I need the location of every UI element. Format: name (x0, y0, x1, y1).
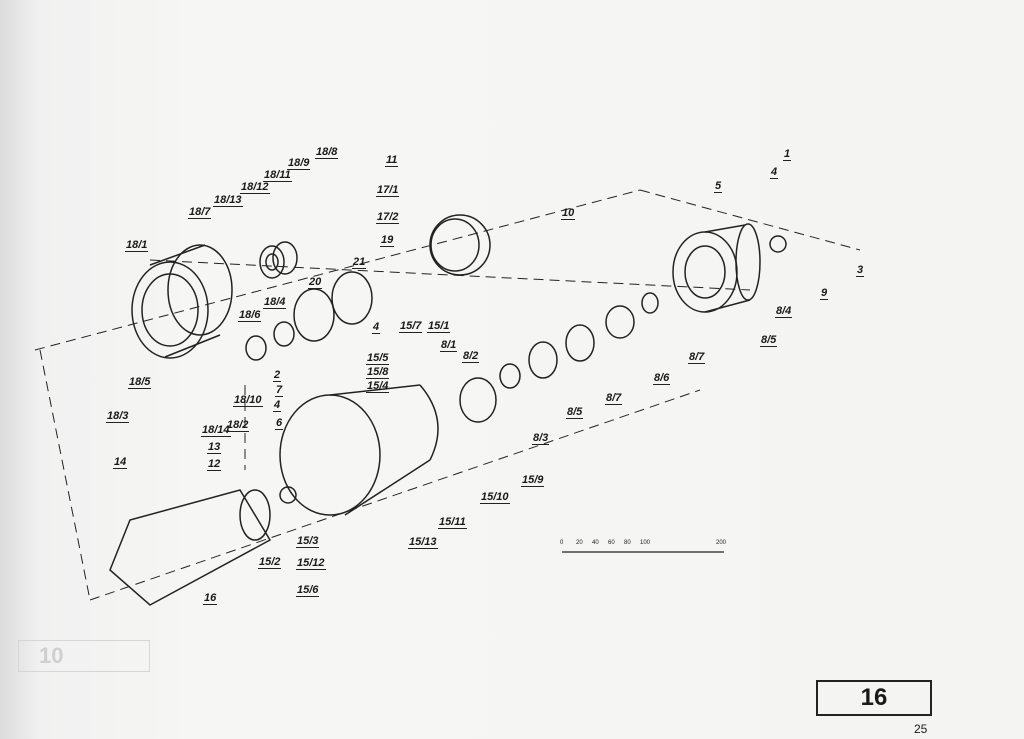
scale-tick: 200 (716, 540, 727, 546)
faint-background-page-box: 10 (18, 640, 150, 672)
part-label: 18/6 (238, 309, 262, 322)
part-label: 18/8 (315, 146, 339, 159)
part-label: 15/6 (296, 584, 320, 597)
part-label: 18/7 (188, 206, 212, 219)
part-label: 14 (113, 456, 128, 469)
part-label: 8/7 (688, 351, 706, 364)
part-label: 3 (856, 264, 865, 277)
part-label: 18/5 (128, 376, 152, 389)
part-label: 8/1 (440, 339, 458, 352)
part-label: 10 (561, 207, 576, 220)
part-label: 8/3 (532, 432, 550, 445)
bearing-18-7 (259, 241, 298, 279)
scale-tick: 80 (624, 540, 631, 546)
part-label: 15/9 (521, 474, 545, 487)
scale-tick: 40 (592, 540, 599, 546)
part-label: 8/6 (653, 372, 671, 385)
part-label: 20 (308, 276, 323, 289)
part-label: 18/12 (240, 181, 270, 194)
part-label: 17/1 (376, 184, 400, 197)
part-label: 18/10 (233, 394, 263, 407)
part-label: 5 (714, 180, 723, 193)
part-label: 8/5 (566, 406, 584, 419)
part-label: 1 (783, 148, 792, 161)
part-label: 7 (275, 384, 284, 397)
part-label: 17/2 (376, 211, 400, 224)
part-label: 18/4 (263, 296, 287, 309)
part-label: 15/2 (258, 556, 282, 569)
scale-tick: 60 (608, 540, 615, 546)
part-label: 8/5 (760, 334, 778, 347)
part-label: 19 (380, 234, 395, 247)
part-label: 8/4 (775, 305, 793, 318)
part-label: 15/3 (296, 535, 320, 548)
part-label: 15/8 (366, 366, 390, 379)
part-label: 11 (385, 154, 399, 167)
part-label: 18/1 (125, 239, 149, 252)
scale-tick: 100 (640, 540, 651, 546)
part-label: 18/11 (263, 169, 292, 182)
end-cover-8-4 (672, 223, 787, 313)
scale-tick: 20 (576, 540, 583, 546)
part-label: 4 (372, 321, 381, 334)
part-label: 21 (352, 256, 367, 269)
housing-18-1 (131, 244, 233, 359)
assembly-axis-lines (34, 189, 861, 601)
part-label: 15/13 (408, 536, 438, 549)
part-label: 16 (203, 592, 218, 605)
part-label: 18/9 (287, 157, 311, 170)
part-label: 18/13 (213, 194, 243, 207)
part-label: 2 (273, 369, 282, 382)
part-label: 15/5 (366, 352, 390, 365)
clamp-17 (429, 214, 491, 276)
part-label: 8/2 (462, 350, 480, 363)
armature-16 (109, 486, 297, 606)
scale-bar: 0 20 40 60 80 100 200 (560, 540, 726, 562)
part-label: 18/14 (201, 424, 231, 437)
discs-20-21 (245, 271, 373, 361)
part-label: 9 (820, 287, 829, 300)
part-label: 12 (207, 458, 222, 471)
part-label: 18/3 (106, 410, 130, 423)
part-label: 4 (273, 399, 282, 412)
part-label: 13 (207, 441, 222, 454)
part-label: 4 (770, 166, 779, 179)
part-label: 8/7 (605, 392, 623, 405)
part-label: 18/2 (226, 419, 250, 432)
part-label: 15/4 (366, 380, 390, 393)
stator-15 (279, 384, 439, 516)
scale-line (562, 551, 724, 553)
part-label: 15/7 (399, 320, 423, 333)
part-label: 15/11 (438, 516, 467, 529)
scale-tick: 0 (560, 540, 564, 546)
part-label: 15/10 (480, 491, 510, 504)
part-label: 6 (275, 417, 284, 430)
part-label: 15/12 (296, 557, 326, 570)
page-number: 25 (914, 722, 928, 736)
figure-number-box: 16 (816, 680, 932, 716)
bearing-stack-8 (459, 292, 659, 423)
part-label: 15/1 (427, 320, 451, 333)
